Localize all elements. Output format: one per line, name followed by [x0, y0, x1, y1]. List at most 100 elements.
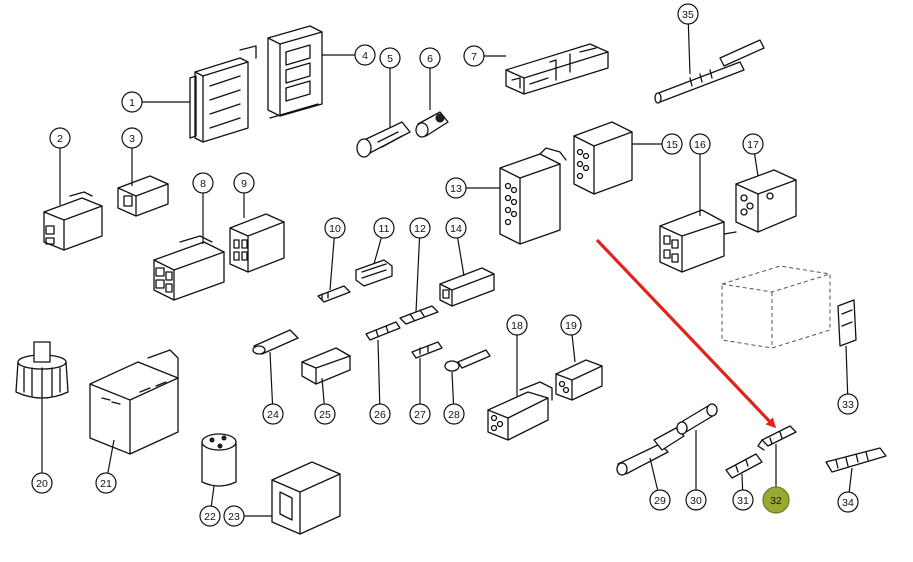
part-22-socket: [201, 433, 237, 487]
callout-17: 17: [742, 133, 764, 177]
callout-circle: [121, 91, 143, 113]
callout-28: 28: [443, 371, 465, 425]
callout-circle: [837, 393, 859, 415]
part-34-terminal-strip: [825, 447, 887, 473]
callout-3: 3: [121, 127, 143, 186]
part-35-tool: [654, 39, 765, 104]
part-3-connector: [117, 175, 169, 217]
callout-circle: [31, 472, 53, 494]
callout-7: 7: [463, 45, 506, 67]
callout-circle: [560, 314, 582, 336]
part-15-multipin-block: [573, 121, 633, 195]
part-2-connector: [43, 191, 103, 251]
callout-26: 26: [369, 339, 391, 425]
part-19-connector: [555, 359, 603, 401]
callout-number: 17: [747, 139, 759, 151]
callout-circle: [419, 47, 441, 69]
callout-30: 30: [685, 430, 707, 511]
callout-25: 25: [314, 377, 336, 425]
callout-11: 11: [373, 217, 395, 265]
callout-number: 22: [204, 511, 216, 523]
callout-number: 4: [362, 50, 368, 62]
callout-number: 3: [129, 133, 135, 145]
part-11-terminal: [355, 259, 393, 287]
callout-circle: [677, 3, 699, 25]
callout-16: 16: [689, 133, 711, 216]
callout-13: 13: [445, 177, 500, 199]
callout-31: 31: [732, 473, 754, 511]
callout-circle: [445, 177, 467, 199]
callout-10: 10: [324, 217, 346, 291]
part-33-terminal: [837, 299, 857, 347]
callout-18: 18: [506, 314, 528, 396]
callout-circle: [373, 217, 395, 239]
callout-number: 18: [511, 320, 523, 332]
callout-circle: [689, 133, 711, 155]
part-7-flat-connector: [505, 43, 609, 95]
part-12-terminal: [399, 305, 439, 325]
callout-circle: [233, 172, 255, 194]
callout-number: 7: [471, 51, 477, 63]
callout-circle: [649, 489, 671, 511]
callout-number: 35: [682, 9, 694, 21]
part-31-terminal: [725, 453, 763, 479]
callout-19: 19: [560, 314, 582, 363]
callout-number: 5: [387, 53, 393, 65]
callout-27: 27: [409, 358, 431, 425]
callout-number: 16: [694, 139, 706, 151]
callout-number: 12: [414, 223, 426, 235]
callout-number: 6: [427, 53, 433, 65]
callout-number: 10: [329, 223, 341, 235]
part-32-terminal: [757, 425, 797, 451]
part-18-connector: [487, 381, 553, 441]
part-14-connector: [439, 267, 495, 307]
callout-35: 35: [677, 3, 699, 75]
part-17-connector: [735, 169, 797, 233]
callout-circle: [324, 217, 346, 239]
callout-number: 15: [666, 139, 678, 151]
callout-highlight-circle: [762, 486, 790, 514]
callout-circle: [121, 127, 143, 149]
callout-5: 5: [379, 47, 401, 128]
callout-circle: [192, 172, 214, 194]
callout-number: 9: [241, 178, 247, 190]
callout-circle: [443, 403, 465, 425]
part-21-relay-block: [89, 349, 179, 455]
part-10-terminal: [317, 285, 351, 303]
callout-number: 13: [450, 183, 462, 195]
callout-circle: [199, 505, 221, 527]
callout-circle: [49, 127, 71, 149]
callout-6: 6: [419, 47, 441, 110]
callout-circle: [223, 505, 245, 527]
part-20-knob: [15, 341, 69, 399]
part-8-connector: [153, 235, 225, 301]
part-13-multipin-block: [499, 147, 567, 245]
callout-8: 8: [192, 172, 214, 244]
callout-21: 21: [95, 439, 117, 494]
callout-circle: [685, 489, 707, 511]
callout-number: 11: [379, 223, 390, 235]
callout-circle: [369, 403, 391, 425]
callout-14: 14: [445, 217, 467, 277]
callout-number: 23: [228, 511, 240, 523]
callout-number: 21: [100, 478, 112, 490]
callout-22: 22: [199, 485, 221, 527]
callout-number: 2: [57, 133, 63, 145]
part-28-ring-terminal: [444, 349, 491, 372]
callout-2: 2: [49, 127, 71, 205]
callout-12: 12: [409, 217, 431, 313]
callout-circle: [463, 45, 485, 67]
callout-4: 4: [322, 44, 376, 66]
callout-leader-line: [377, 339, 381, 415]
callout-number: 26: [374, 409, 386, 421]
callout-number: 1: [129, 97, 135, 109]
callout-number: 33: [842, 399, 854, 411]
part-4-housing: [267, 25, 323, 119]
callout-number: 30: [690, 495, 702, 507]
part-1-housing: [189, 45, 257, 143]
callout-circle: [95, 472, 117, 494]
part-16-connector: [659, 209, 737, 273]
callout-number: 29: [654, 495, 666, 507]
